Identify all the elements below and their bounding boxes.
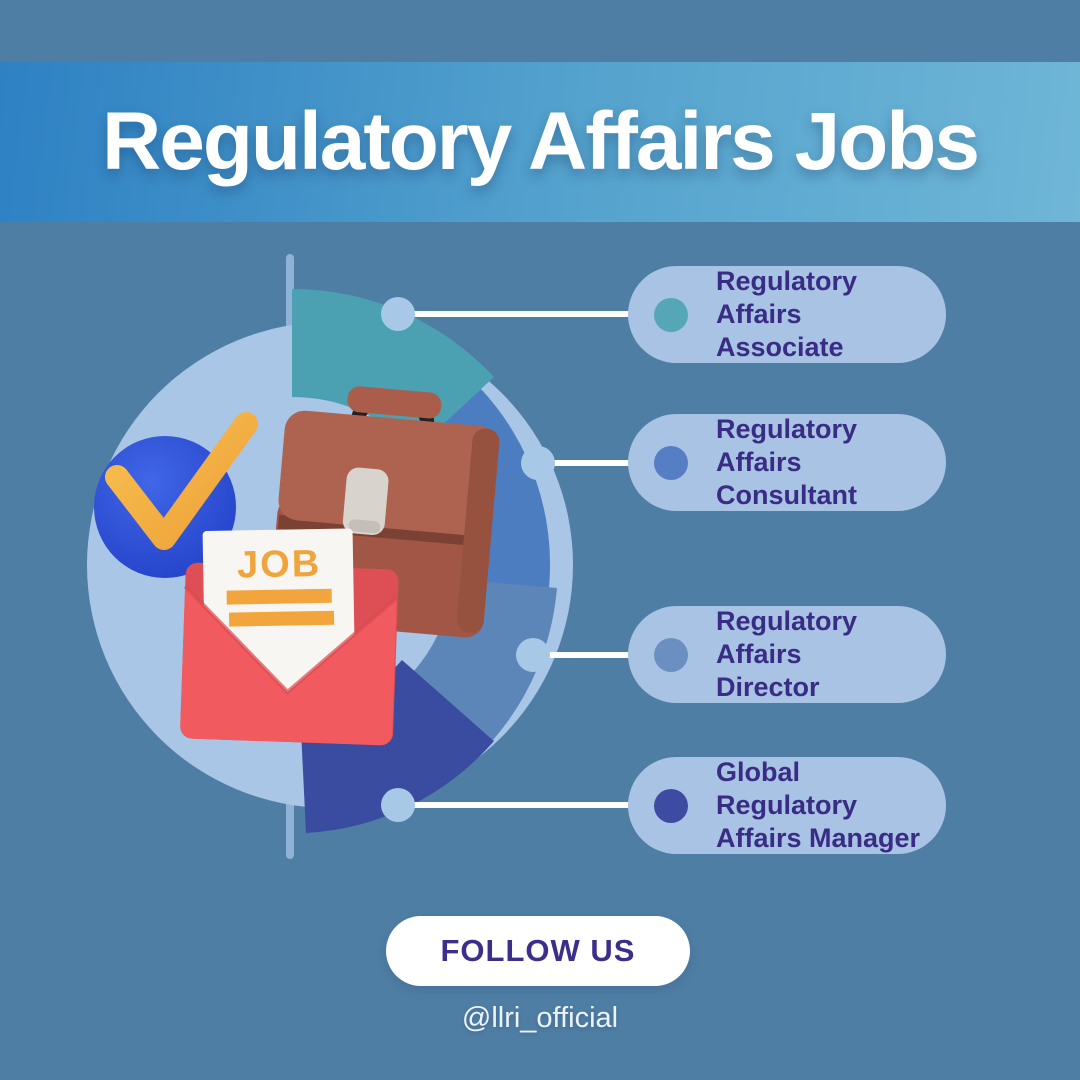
header-banner: Regulatory Affairs Jobs [0,62,1080,222]
social-handle: @llri_official [461,1002,619,1034]
segment-associate [292,289,494,450]
job-item-dot [654,297,688,332]
follow-us-button[interactable]: FOLLOW US [386,916,690,986]
job-item-label: Global Regulatory Affairs Manager [716,756,946,855]
connector-dots [381,297,555,822]
job-item-line2: Affairs Manager [716,822,921,853]
job-item-line2: Consultant [716,479,857,510]
connector-dot-4 [381,788,415,822]
job-item-dot [654,788,688,823]
connector-dot-3 [516,638,550,672]
job-item-line1: Global Regulatory [716,757,858,821]
check-circle-icon [94,412,258,578]
connector-dot-1 [381,297,415,331]
page-title: Regulatory Affairs Jobs [102,96,980,187]
job-item-line2: Director [716,671,820,702]
job-item-dot [654,637,688,672]
job-item-associate: Regulatory Affairs Associate [628,266,946,363]
job-item-line1: Regulatory Affairs [716,606,858,670]
job-item-label: Regulatory Affairs Consultant [716,413,946,512]
connector-dot-2 [521,446,555,480]
job-item-line1: Regulatory Affairs [716,414,858,478]
job-item-label: Regulatory Affairs Associate [716,265,946,364]
job-item-global-manager: Global Regulatory Affairs Manager [628,757,946,854]
job-label: JOB [237,543,322,586]
job-item-dot [654,445,688,480]
job-item-consultant: Regulatory Affairs Consultant [628,414,946,511]
job-item-label: Regulatory Affairs Director [716,605,946,704]
job-item-line2: Associate [716,331,844,362]
briefcase-icon [269,386,500,638]
job-item-line1: Regulatory Affairs [716,266,858,330]
job-item-director: Regulatory Affairs Director [628,606,946,703]
job-envelope-icon: JOB [180,528,399,746]
